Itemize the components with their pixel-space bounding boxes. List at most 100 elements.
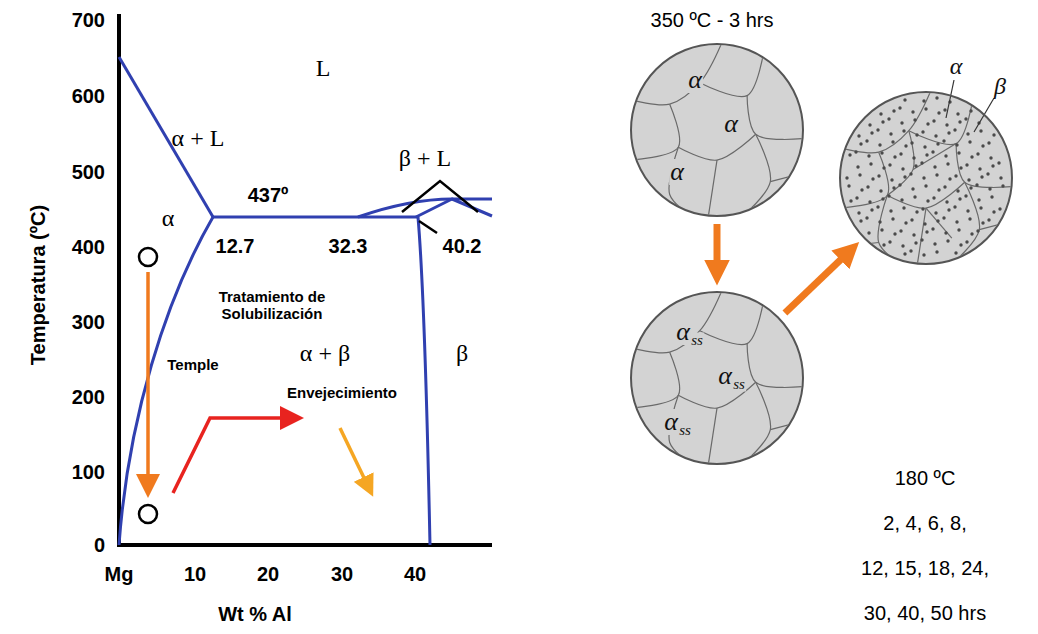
precipitate-dot	[887, 194, 890, 197]
process-arrow	[714, 224, 721, 266]
precipitate-dot	[947, 208, 950, 211]
grain-boundary	[913, 144, 956, 170]
grain-boundary	[952, 182, 980, 264]
precipitate-dot	[955, 220, 958, 223]
grain-boundary	[631, 44, 721, 105]
precipitate-dot	[920, 161, 923, 164]
precipitate-dot	[976, 229, 979, 232]
precipitate-dot	[859, 142, 862, 145]
precipitate-dot	[980, 175, 983, 178]
grain-fill	[631, 292, 803, 464]
precipitate-dot	[934, 134, 937, 137]
grain-structure	[840, 92, 1012, 264]
precipitate-dot	[937, 188, 940, 191]
precipitate-dot	[915, 133, 918, 136]
precipitate-dot	[900, 121, 903, 124]
grain-boundary	[743, 382, 771, 464]
region-label: α + L	[172, 125, 225, 152]
precipitate-dot	[867, 231, 870, 234]
precipitate-dot	[948, 177, 951, 180]
precipitate-dot	[911, 187, 914, 190]
region-label: β	[456, 340, 468, 367]
cooling-arrow	[340, 428, 366, 482]
precipitate-dot	[921, 130, 924, 133]
axis-tick-label: 700	[72, 9, 105, 32]
precipitate-dot	[880, 151, 883, 154]
precipitate-dot	[979, 206, 982, 209]
precipitate-dot	[903, 175, 906, 178]
precipitate-dot	[882, 243, 885, 246]
precipitate-dot	[871, 177, 874, 180]
precipitate-dot	[937, 111, 940, 114]
precipitate-dot	[932, 196, 935, 199]
precipitate-dot	[858, 173, 861, 176]
precipitate-dot	[987, 141, 990, 144]
axis-tick-label: 40	[404, 563, 426, 586]
precipitate-dot	[954, 251, 957, 254]
precipitate-dot	[854, 150, 857, 153]
precipitate-dot	[990, 195, 993, 198]
precipitate-dot	[970, 155, 973, 158]
precipitate-dot	[956, 112, 959, 115]
precipitate-dot	[944, 231, 947, 234]
axis-tick-label: 10	[184, 563, 206, 586]
precipitate-dot	[992, 133, 995, 136]
precipitate-dot	[979, 129, 982, 132]
precipitate-dot	[899, 152, 902, 155]
precipitate-dot	[968, 140, 971, 143]
precipitate-dot	[869, 162, 872, 165]
precipitate-dot	[866, 185, 869, 188]
precipitate-dot	[877, 174, 880, 177]
precipitate-dot	[912, 233, 915, 236]
precipitate-dot	[847, 184, 850, 187]
precipitate-dot	[880, 228, 883, 231]
circle-outline	[840, 92, 1012, 264]
precipitate-dot	[978, 167, 981, 170]
precipitate-dot	[989, 156, 992, 159]
precipitate-dot	[857, 211, 860, 214]
axis-title: Temperatura (ºC)	[27, 205, 50, 365]
precipitate-dot	[986, 172, 989, 175]
condition-label: 30, 40, 50 hrs	[864, 602, 986, 625]
precipitate-dot	[925, 153, 928, 156]
microstructure-circle: αβ	[840, 92, 1012, 264]
precipitate-dot	[912, 156, 915, 159]
precipitate-dot	[955, 143, 958, 146]
axis-tick-label: 500	[72, 161, 105, 184]
grain-structure	[631, 44, 803, 216]
grain-boundary	[840, 152, 889, 208]
precipitate-dot	[921, 207, 924, 210]
region-label: L	[316, 55, 331, 82]
precipitate-dot	[975, 183, 978, 186]
precipitate-dot	[868, 200, 871, 203]
grain-boundary	[917, 208, 926, 264]
precipitate-dot	[892, 109, 895, 112]
quench-arrow	[146, 272, 150, 480]
precipitate-dot	[969, 109, 972, 112]
axis-tick-label: 0	[94, 534, 105, 557]
grain-boundary	[909, 96, 974, 144]
precipitate-dot	[865, 139, 868, 142]
precipitate-dot	[992, 210, 995, 213]
precipitate-dot	[903, 98, 906, 101]
precipitate-dot	[945, 200, 948, 203]
precipitate-dot	[997, 161, 1000, 164]
precipitate-dot	[867, 154, 870, 157]
precipitate-dot	[987, 218, 990, 221]
precipitate-dot	[893, 232, 896, 235]
axis-tick-label: Mg	[105, 563, 134, 586]
precipitate-dot	[920, 238, 923, 241]
precipitate-dot	[935, 173, 938, 176]
precipitate-dot	[946, 162, 949, 165]
precipitate-dot	[909, 249, 912, 252]
precipitate-dot	[957, 228, 960, 231]
precipitate-dot	[910, 218, 913, 221]
state-marker	[139, 248, 157, 266]
precipitate-dot	[876, 205, 879, 208]
axis-title: Wt % Al	[218, 603, 292, 626]
phase-label: α	[663, 409, 679, 435]
precipitate-dot	[991, 164, 994, 167]
precipitate-dot	[913, 195, 916, 198]
precipitate-dot	[889, 132, 892, 135]
